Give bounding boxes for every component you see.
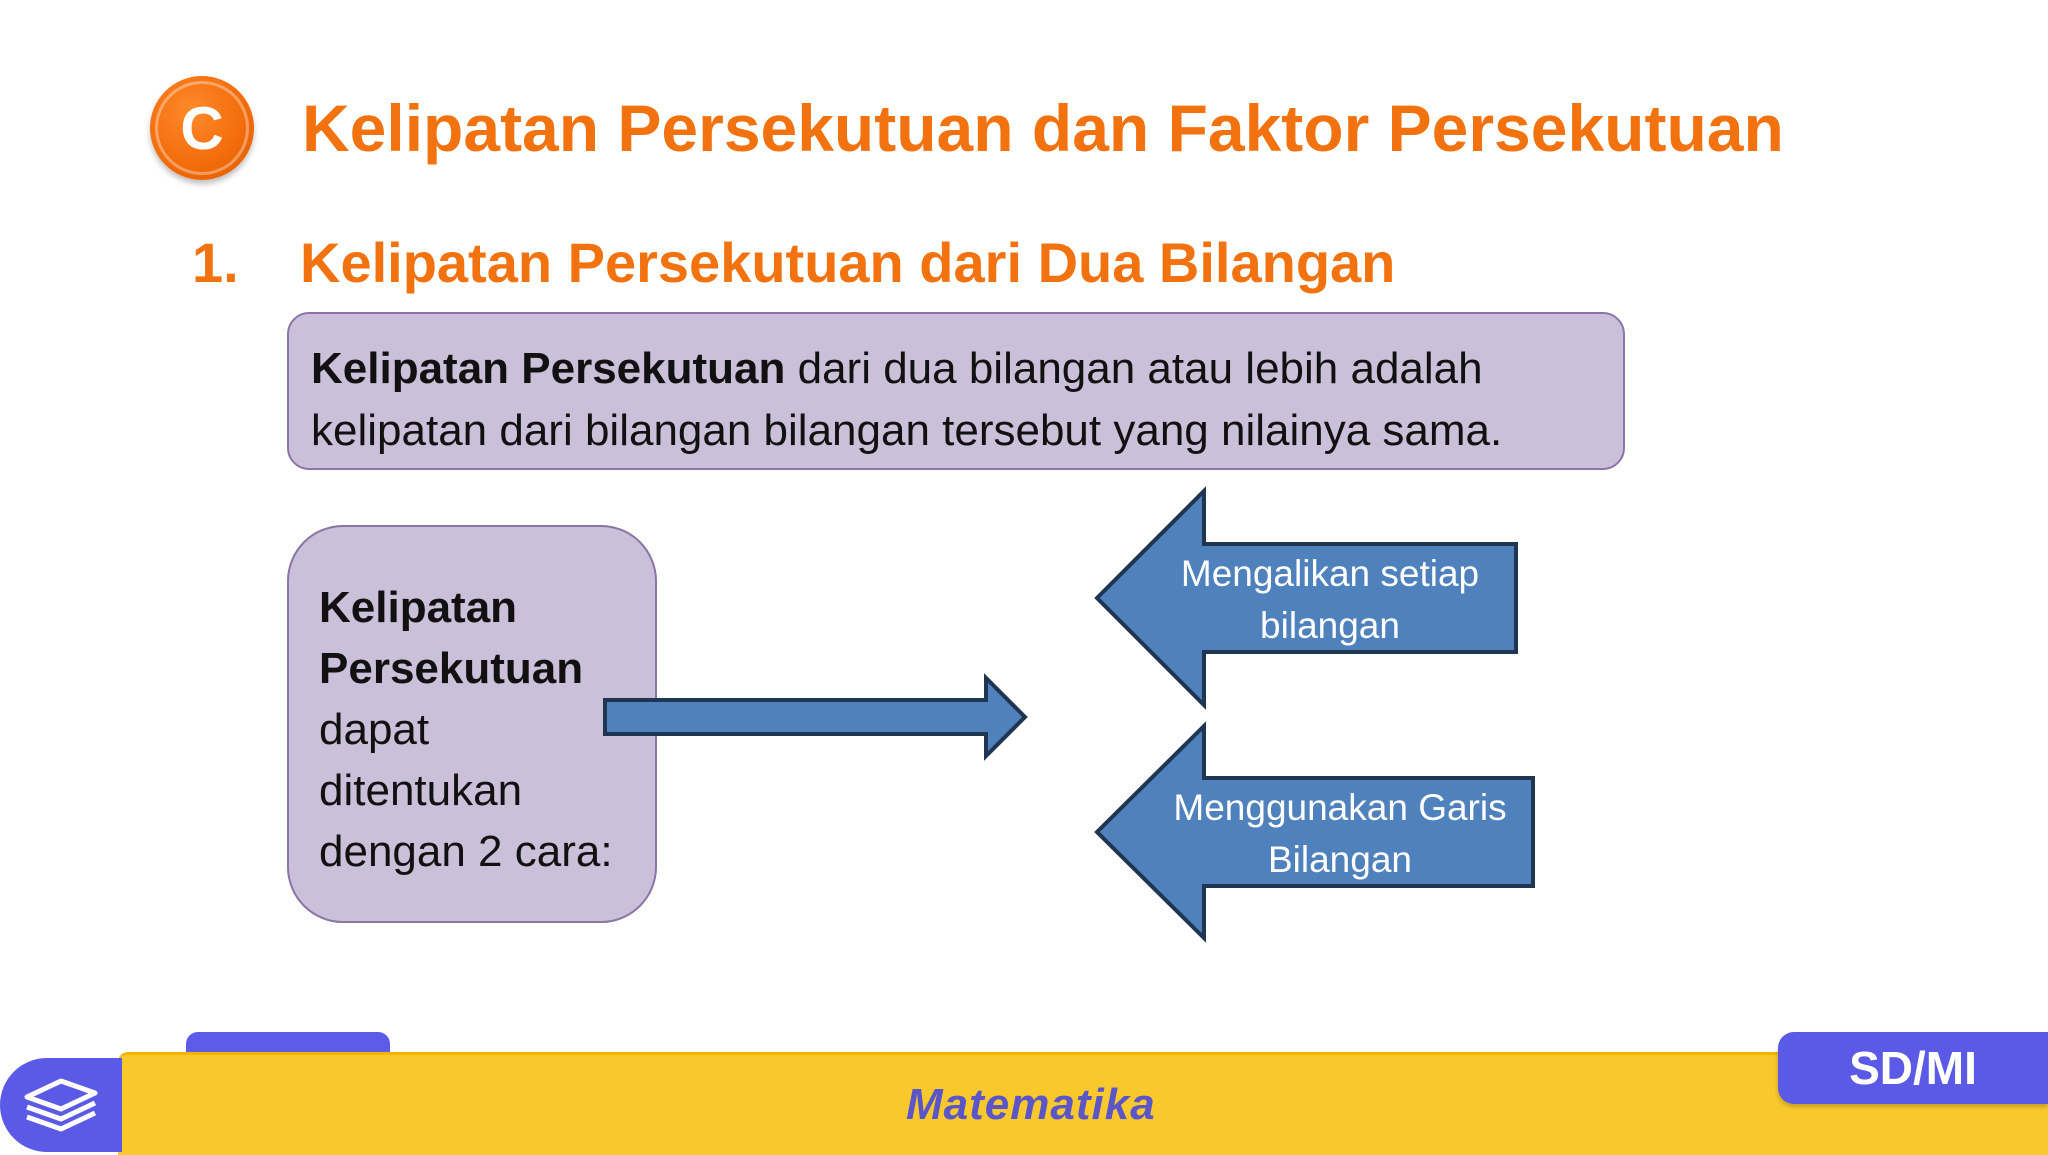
books-logo-icon bbox=[0, 1058, 122, 1152]
method-arrow-1-shape bbox=[1094, 486, 1518, 710]
footer-subject: Matematika bbox=[906, 1080, 1156, 1129]
definition-box: Kelipatan Persekutuan dari dua bilangan … bbox=[287, 312, 1625, 470]
section-number: 1. bbox=[192, 231, 239, 294]
method-arrow-2-shape bbox=[1094, 721, 1535, 943]
definition-text: dari dua bilangan atau lebih adalah keli… bbox=[311, 344, 1503, 455]
footer-bar bbox=[118, 1052, 2048, 1155]
section-heading: 1. Kelipatan Persekutuan dari Dua Bilanga… bbox=[192, 230, 1395, 295]
footer-level-badge: SD/MI bbox=[1778, 1032, 2048, 1104]
definition-term: Kelipatan Persekutuan bbox=[311, 344, 786, 393]
badge-letter: C bbox=[155, 81, 249, 175]
section-heading-text: Kelipatan Persekutuan dari Dua Bilangan bbox=[300, 231, 1396, 294]
method-label-1: Mengalikan setiap bilangan bbox=[1180, 553, 1480, 646]
methods-intro-term: Kelipatan Persekutuan bbox=[319, 583, 584, 693]
methods-intro-text: dapat ditentukan dengan 2 cara: bbox=[319, 705, 613, 876]
method-label-2: Menggunakan Garis Bilangan bbox=[1173, 787, 1507, 880]
right-arrow-shape bbox=[603, 673, 1028, 761]
section-badge: C bbox=[150, 76, 254, 180]
methods-intro-box: Kelipatan Persekutuan dapat ditentukan d… bbox=[287, 525, 657, 923]
page-title: Kelipatan Persekutuan dan Faktor Perseku… bbox=[302, 91, 1784, 165]
